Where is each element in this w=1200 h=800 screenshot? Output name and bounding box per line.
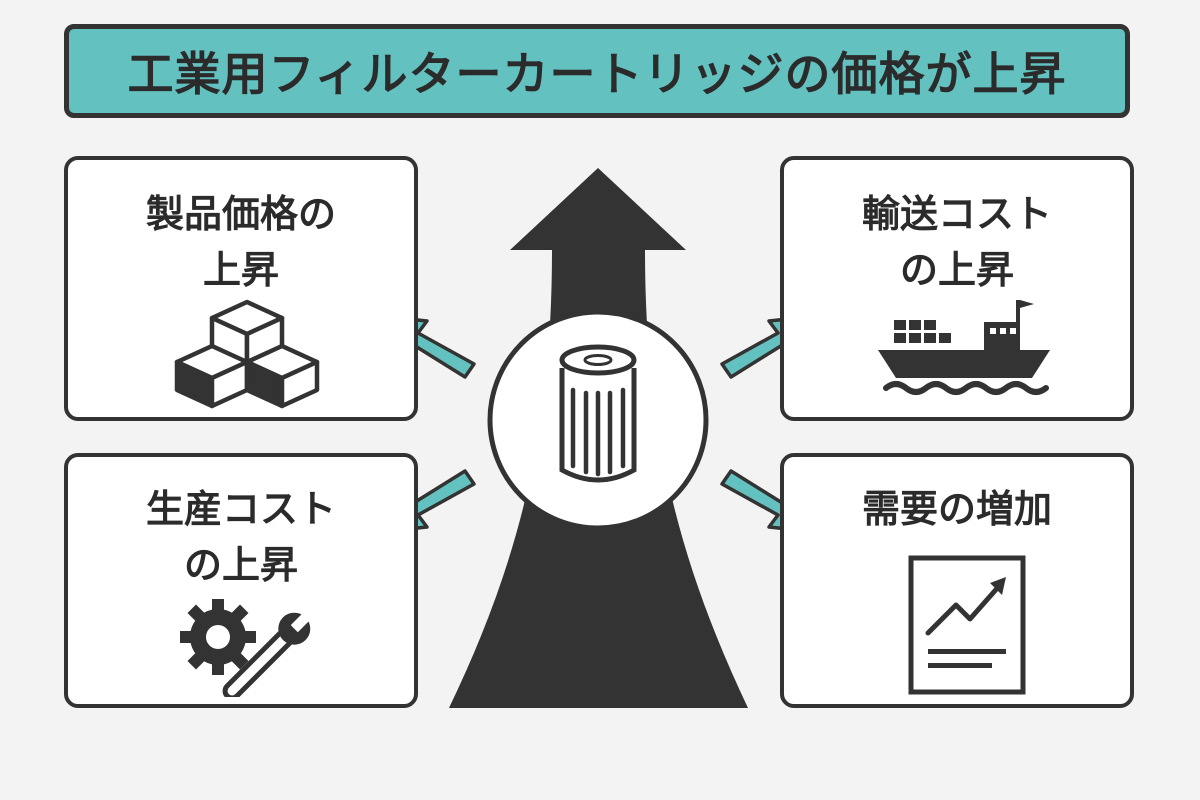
- gear-wrench-icon: [180, 599, 312, 697]
- card-production-cost: 生産コスト の上昇: [64, 453, 418, 708]
- card-production-cost-label: 生産コスト の上昇: [68, 481, 414, 593]
- page-title: 工業用フィルターカートリッジの価格が上昇: [127, 47, 1067, 101]
- card-transport-cost-label: 輸送コスト の上昇: [784, 186, 1130, 298]
- card-transport-cost: 輸送コスト の上昇: [780, 156, 1134, 421]
- card-product-price-line1: 製品価格の: [145, 192, 336, 236]
- cargo-ship-icon: [878, 300, 1050, 395]
- card-production-cost-line2: の上昇: [183, 543, 298, 587]
- card-product-price-line2: 上昇: [202, 248, 279, 292]
- card-production-cost-line1: 生産コスト: [145, 487, 336, 531]
- card-transport-cost-line1: 輸送コスト: [861, 192, 1052, 236]
- card-demand-increase-label: 需要の増加: [784, 481, 1130, 537]
- card-demand-increase-line1: 需要の増加: [861, 487, 1052, 531]
- rising-chart-document-icon: [908, 555, 1026, 695]
- card-transport-cost-line2: の上昇: [899, 248, 1014, 292]
- title-banner: 工業用フィルターカートリッジの価格が上昇: [64, 24, 1130, 118]
- card-product-price-label: 製品価格の 上昇: [68, 186, 414, 298]
- card-demand-increase: 需要の増加: [780, 453, 1134, 708]
- card-product-price: 製品価格の 上昇: [64, 156, 418, 421]
- filter-cartridge-icon: [559, 344, 637, 483]
- cubes-icon: [174, 299, 320, 409]
